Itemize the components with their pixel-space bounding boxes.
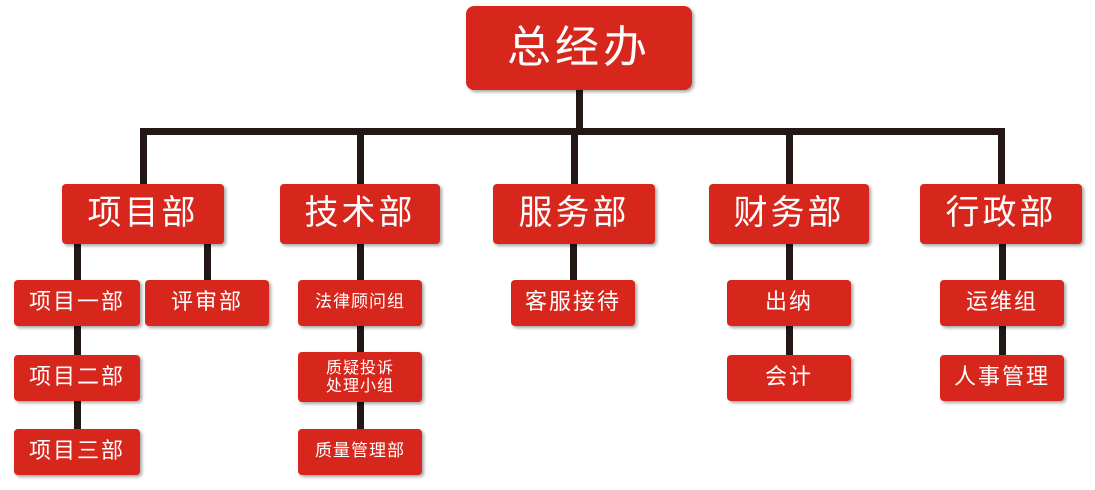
dept-node-finance: 财务部: [709, 184, 869, 244]
root-node-ceo: 总经办: [466, 6, 692, 90]
dept-connector-tech: [356, 128, 364, 184]
dept-node-project: 项目部: [62, 184, 224, 244]
sub-node-hr: 人事管理: [940, 355, 1064, 401]
dept-connector-project: [139, 128, 147, 184]
sub-node-ops: 运维组: [940, 280, 1064, 326]
dept-node-tech: 技术部: [280, 184, 440, 244]
sub-node-project-3: 项目三部: [14, 429, 140, 475]
dept-node-service: 服务部: [493, 184, 655, 244]
sub-node-quality: 质量管理部: [298, 429, 422, 475]
sub-node-review: 评审部: [145, 280, 269, 326]
dept-connector-finance: [785, 128, 793, 184]
sub-connector-project-1: [73, 244, 81, 429]
sub-connector-legal: [356, 244, 364, 429]
root-connector: [575, 90, 583, 135]
sub-node-complaint: 质疑投诉 处理小组: [298, 352, 422, 402]
sub-connector-customer-service: [569, 244, 577, 280]
sub-node-cashier: 出纳: [727, 280, 851, 326]
sub-connector-review: [203, 244, 211, 280]
sub-node-legal: 法律顾问组: [298, 280, 422, 326]
dept-connector-service: [570, 128, 578, 184]
dept-node-admin: 行政部: [920, 184, 1082, 244]
dept-connector-admin: [997, 128, 1005, 184]
sub-node-accounting: 会计: [727, 355, 851, 401]
sub-node-project-1: 项目一部: [14, 280, 140, 326]
sub-node-customer-service: 客服接待: [511, 280, 635, 326]
sub-node-project-2: 项目二部: [14, 355, 140, 401]
